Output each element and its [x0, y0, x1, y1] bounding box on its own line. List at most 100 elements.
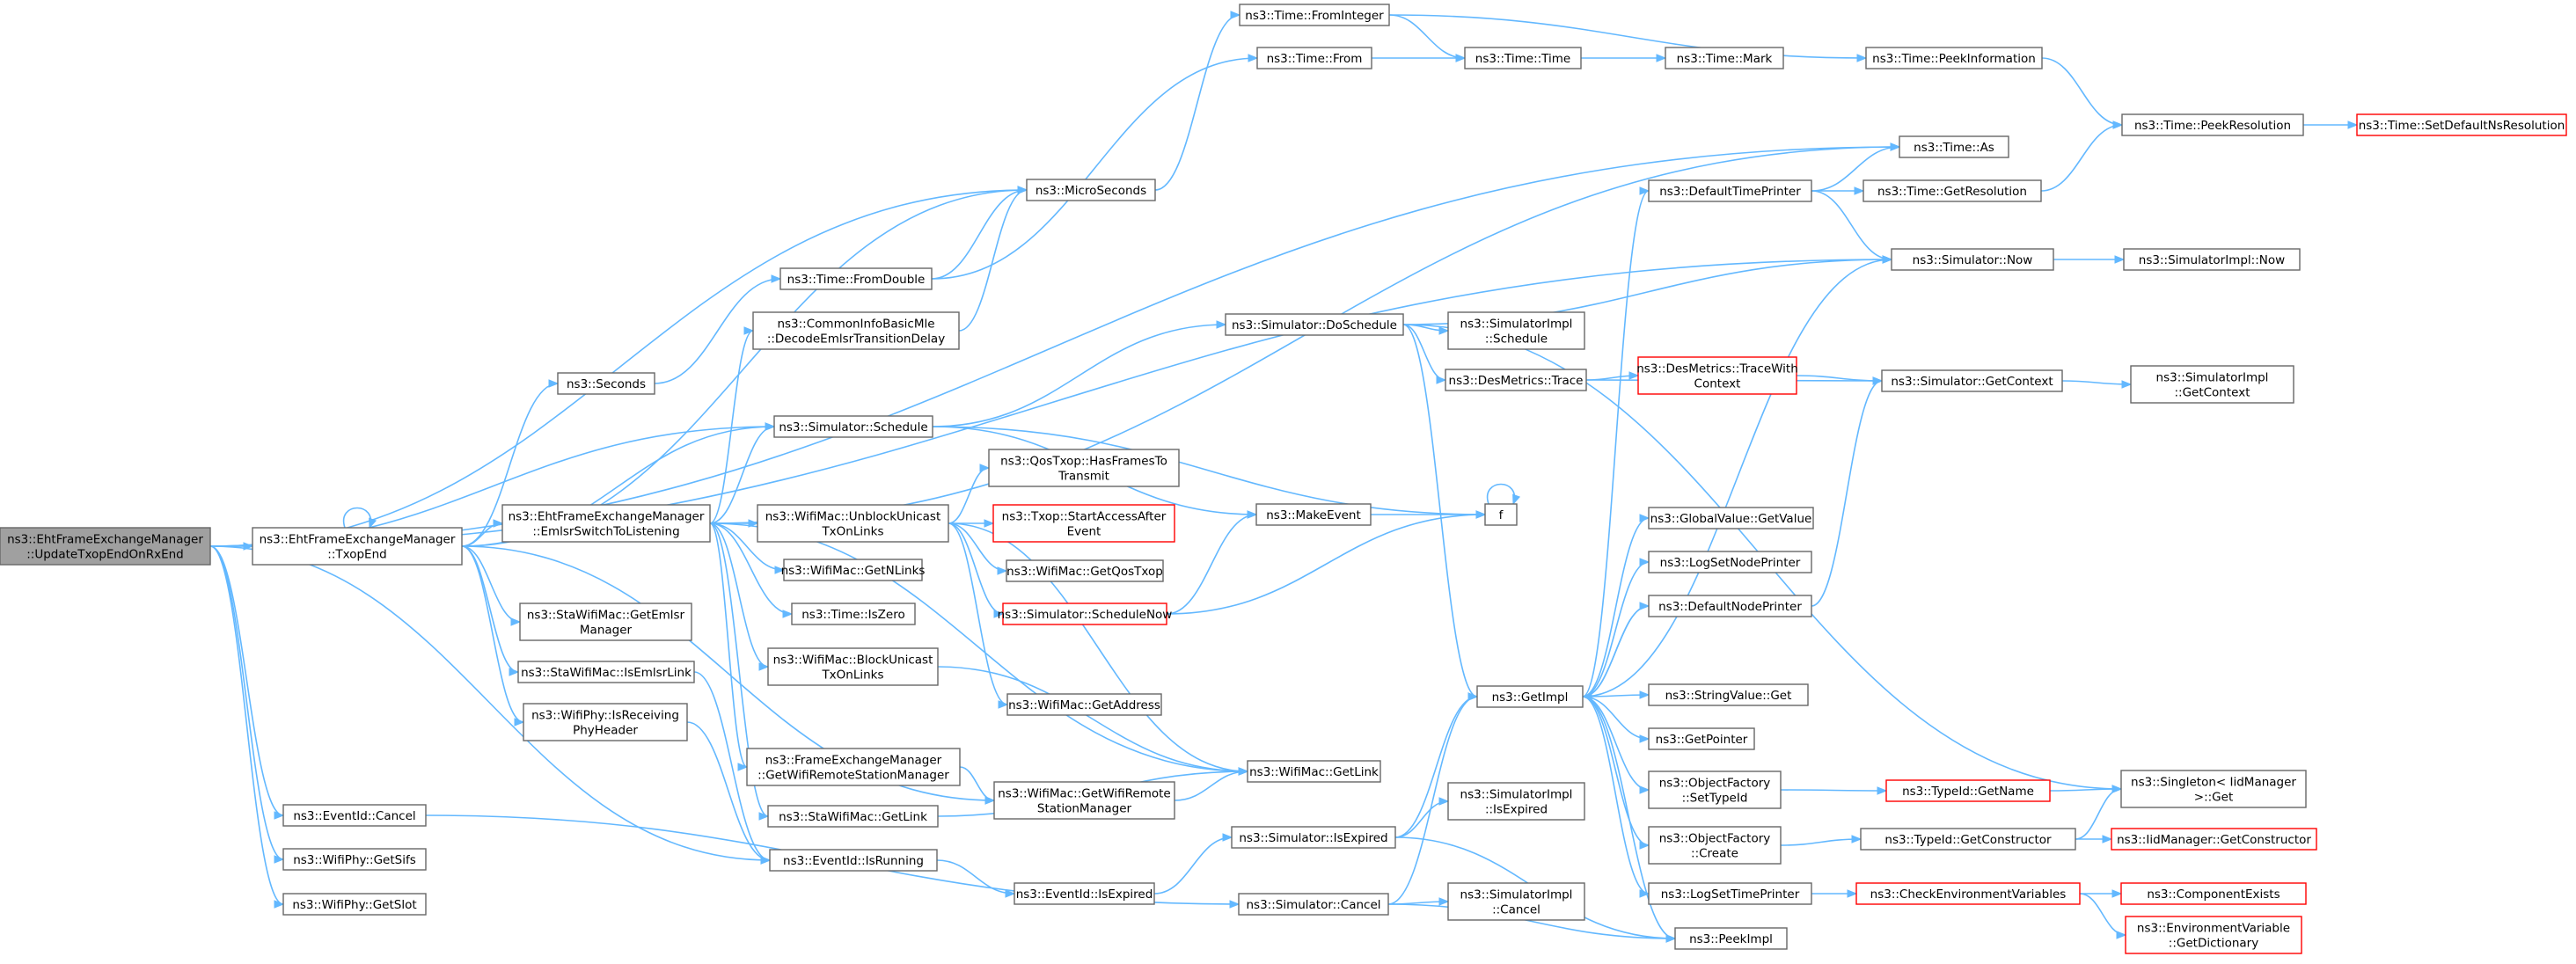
arrowhead [1005, 889, 1016, 898]
node-f[interactable]: f [1484, 503, 1518, 526]
node-iidgetctor[interactable]: ns3::IidManager::GetConstructor [2111, 828, 2317, 851]
node-fromint[interactable]: ns3::Time::FromInteger [1239, 4, 1390, 26]
arrowhead [2116, 931, 2127, 939]
node-simisexpired[interactable]: ns3::Simulator::IsExpired [1231, 826, 1396, 849]
node-label: ns3::WifiMac::GetAddress [1008, 698, 1160, 712]
node-doschedule[interactable]: ns3::Simulator::DoSchedule [1225, 313, 1404, 336]
node-globalvalue[interactable]: ns3::GlobalValue::GetValue [1648, 507, 1814, 529]
node-envgetdict[interactable]: ns3::EnvironmentVariable::GetDictionary [2125, 916, 2302, 954]
node-box [1881, 369, 2063, 392]
node-logsetnode[interactable]: ns3::LogSetNodePrinter [1648, 551, 1812, 573]
node-decodeemlsr[interactable]: ns3::CommonInfoBasicMle::DecodeEmlsrTran… [752, 311, 960, 350]
node-evisexpired[interactable]: ns3::EventId::IsExpired [1014, 882, 1155, 905]
edge-unblock-to-qoshasframes [948, 467, 990, 524]
node-label: ns3::SimulatorImpl [1460, 788, 1573, 802]
node-compexists[interactable]: ns3::ComponentExists [2120, 882, 2307, 905]
node-peekimpl[interactable]: ns3::PeekImpl [1674, 927, 1788, 950]
node-makeevent[interactable]: ns3::MakeEvent [1255, 503, 1372, 526]
node-logsettime[interactable]: ns3::LogSetTimePrinter [1648, 882, 1812, 905]
arrowhead [1438, 897, 1450, 906]
node-checkenv[interactable]: ns3::CheckEnvironmentVariables [1855, 882, 2081, 905]
node-getqostxop[interactable]: ns3::WifiMac::GetQosTxop [1006, 559, 1164, 582]
node-singleton[interactable]: ns3::Singleton< IidManager>::Get [2120, 770, 2307, 808]
node-schedule[interactable]: ns3::Simulator::Schedule [773, 415, 933, 438]
node-label: ns3::Simulator::Schedule [779, 420, 927, 435]
node-isemlsrlink[interactable]: ns3::StaWifiMac::IsEmlsrLink [517, 661, 695, 683]
node-label: Event [1067, 525, 1101, 539]
node-getsifs[interactable]: ns3::WifiPhy::GetSifs [282, 848, 427, 871]
edge-txopend-to-isreceiving [461, 545, 524, 723]
edge-fromdouble-to-microseconds [931, 189, 1028, 280]
arrowhead [998, 700, 1009, 709]
node-label: ns3::WifiMac::GetQosTxop [1006, 565, 1163, 579]
node-timeas[interactable]: ns3::Time::As [1899, 135, 2009, 158]
node-mac-getlink[interactable]: ns3::WifiMac::GetLink [1247, 760, 1381, 783]
node-evcancel[interactable]: ns3::EventId::Cancel [282, 804, 427, 827]
node-objcreate[interactable]: ns3::ObjectFactory::Create [1648, 826, 1782, 865]
node-box [1445, 369, 1587, 391]
node-getslot[interactable]: ns3::WifiPhy::GetSlot [282, 893, 427, 916]
node-root[interactable]: ns3::EhtFrameExchangeManager::UpdateTxop… [0, 527, 211, 566]
node-timemark[interactable]: ns3::Time::Mark [1665, 47, 1784, 69]
node-box [773, 415, 933, 438]
node-getcontext[interactable]: ns3::Simulator::GetContext [1881, 369, 2063, 392]
arrowhead [274, 811, 285, 820]
node-txopend[interactable]: ns3::EhtFrameExchangeManager::TxopEnd [252, 527, 463, 566]
node-simimpl-cancel[interactable]: ns3::SimulatorImpl::Cancel [1447, 882, 1585, 921]
node-typeidgetname[interactable]: ns3::TypeId::GetName [1885, 779, 2051, 802]
node-label: ns3::Time::PeekInformation [1872, 52, 2036, 66]
arrowhead [2102, 835, 2113, 844]
node-setdefres[interactable]: ns3::Time::SetDefaultNsResolution [2356, 113, 2567, 136]
node-emlsr[interactable]: ns3::EhtFrameExchangeManager::EmlsrSwitc… [501, 504, 711, 543]
node-objsettypeid[interactable]: ns3::ObjectFactory::SetTypeId [1648, 770, 1782, 809]
node-simnow[interactable]: ns3::Simulator::Now [1891, 248, 2054, 271]
node-seconds[interactable]: ns3::Seconds [557, 372, 655, 395]
node-fromdouble[interactable]: ns3::Time::FromDouble [779, 267, 933, 290]
node-getres[interactable]: ns3::Time::GetResolution [1862, 179, 2042, 202]
arrowhead [1639, 558, 1650, 566]
node-peekres[interactable]: ns3::Time::PeekResolution [2121, 113, 2304, 136]
node-typeidgetctor[interactable]: ns3::TypeId::GetConstructor [1860, 828, 2076, 851]
node-getpointer[interactable]: ns3::GetPointer [1648, 727, 1755, 750]
node-schednow[interactable]: ns3::Simulator::ScheduleNow [998, 602, 1173, 625]
node-label: ns3::QosTxop::HasFramesTo [1000, 455, 1167, 469]
node-stringvalue[interactable]: ns3::StringValue::Get [1648, 683, 1809, 706]
node-defnodeprinter[interactable]: ns3::DefaultNodePrinter [1648, 595, 1812, 617]
node-fem-getwrsm[interactable]: ns3::FrameExchangeManager::GetWifiRemote… [746, 748, 961, 786]
node-deftimeprinter[interactable]: ns3::DefaultTimePrinter [1648, 179, 1812, 202]
node-label: ns3::EhtFrameExchangeManager [7, 533, 203, 547]
node-box [1899, 135, 2009, 158]
node-box [1648, 507, 1814, 529]
node-peekinfo[interactable]: ns3::Time::PeekInformation [1865, 47, 2043, 69]
node-simcancel[interactable]: ns3::Simulator::Cancel [1238, 893, 1389, 916]
node-microseconds[interactable]: ns3::MicroSeconds [1026, 179, 1156, 201]
node-iszero[interactable]: ns3::Time::IsZero [791, 602, 916, 625]
node-label: ns3::Simulator::GetContext [1891, 375, 2053, 389]
node-getaddress[interactable]: ns3::WifiMac::GetAddress [1006, 693, 1162, 716]
node-label: ns3::WifiPhy::GetSlot [292, 898, 416, 912]
node-isrunning[interactable]: ns3::EventId::IsRunning [769, 849, 938, 872]
node-getimpl[interactable]: ns3::GetImpl [1476, 685, 1584, 708]
node-desmetrics[interactable]: ns3::DesMetrics::Trace [1445, 369, 1587, 391]
node-sta-getlink[interactable]: ns3::StaWifiMac::GetLink [767, 805, 939, 828]
node-label: ns3::IidManager::GetConstructor [2117, 833, 2311, 847]
node-getnlinks[interactable]: ns3::WifiMac::GetNLinks [781, 559, 926, 581]
node-simimpl-sched[interactable]: ns3::SimulatorImpl::Schedule [1447, 311, 1585, 350]
node-timefrom[interactable]: ns3::Time::From [1256, 47, 1372, 69]
edge-fromdouble-to-timefrom [931, 57, 1258, 280]
arrowhead [1512, 493, 1521, 506]
node-simimplnow[interactable]: ns3::SimulatorImpl::Now [2123, 248, 2301, 271]
node-simimplctx[interactable]: ns3::SimulatorImpl::GetContext [2130, 365, 2294, 404]
node-timetime[interactable]: ns3::Time::Time [1464, 47, 1582, 69]
node-simimpl-isexp[interactable]: ns3::SimulatorImpl::IsExpired [1447, 782, 1585, 821]
arrowhead [2121, 380, 2133, 389]
node-mac-getwrsm[interactable]: ns3::WifiMac::GetWifiRemoteStationManage… [993, 781, 1175, 820]
